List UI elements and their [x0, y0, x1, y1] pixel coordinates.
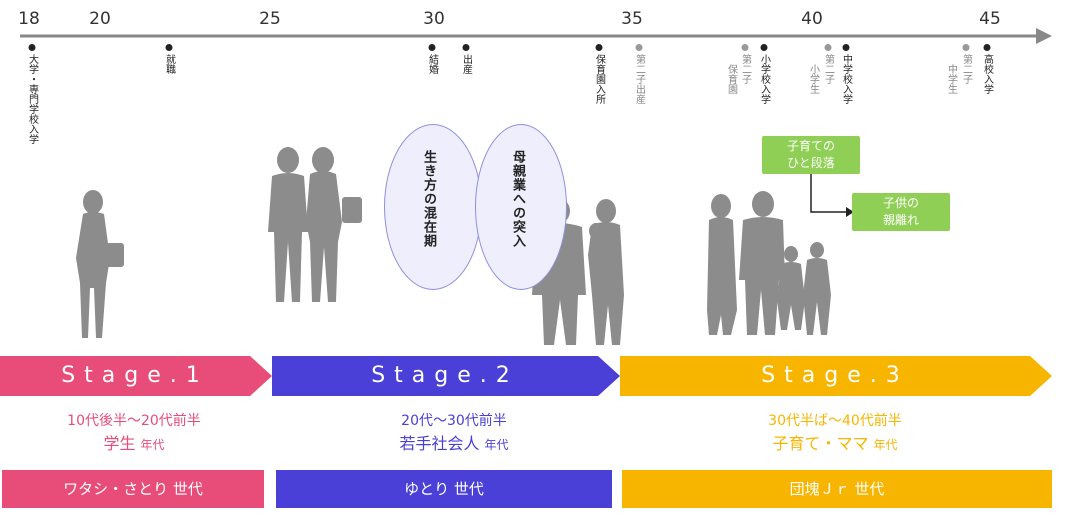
bubble-mixed-lifestyle: [384, 124, 482, 290]
event-elementary: 小学校入学: [759, 44, 770, 104]
tick-18: 18: [18, 9, 40, 29]
box-child-independence: 子供の 親離れ: [852, 193, 950, 231]
event-second-child-junior-high-sub: 中学生: [945, 64, 957, 94]
event-dot: [28, 44, 36, 51]
stage-3-range: 30代半ば〜40代前半: [768, 413, 902, 429]
event-dot: [165, 44, 173, 51]
stage-arrows: [0, 356, 1052, 396]
timeline-axis: [20, 28, 1052, 44]
generation-bar-1: ワタシ・さとり 世代: [2, 470, 264, 508]
event-second-child-birth: 第二子出産: [634, 44, 645, 104]
event-dot: [842, 44, 850, 51]
stage-2-label: Stage.2: [371, 363, 519, 388]
event-dot: [983, 44, 991, 51]
event-second-child-nursery-sub: 保育園: [725, 64, 737, 94]
bubble-motherhood-text: 母親業への突入: [510, 150, 525, 248]
stage-3-generation-age: 子育て・ママ 年代: [772, 434, 898, 453]
event-dot: [962, 44, 970, 51]
event-dot: [462, 44, 470, 51]
tick-30: 30: [423, 9, 445, 29]
tick-35: 35: [621, 9, 643, 29]
event-childbirth: 出産: [461, 44, 472, 74]
bubble-motherhood: [475, 124, 567, 290]
event-second-child-elementary: 第二子: [823, 44, 834, 84]
event-second-child-nursery: 第二子: [740, 44, 751, 84]
stage-2-range: 20代〜30代前半: [401, 413, 507, 429]
person-silhouette-icon: [76, 190, 124, 338]
tick-20: 20: [89, 9, 111, 29]
box-childcare-milestone: 子育ての ひと段落: [762, 136, 860, 174]
tick-25: 25: [259, 9, 281, 29]
connector-arrow: [810, 172, 854, 217]
event-marriage: 結婚: [427, 44, 438, 74]
event-junior-high: 中学校入学: [841, 44, 852, 104]
event-dot: [741, 44, 749, 51]
family-silhouette-icon: [707, 191, 831, 335]
event-dot: [595, 44, 603, 51]
event-second-child-junior-high: 第二子: [961, 44, 972, 84]
bubble-mixed-lifestyle-text: 生き方の混在期: [421, 150, 436, 248]
stage-2-generation-age: 若手社会人 年代: [399, 434, 509, 453]
event-dot: [428, 44, 436, 51]
event-second-child-elementary-sub: 小学生: [807, 64, 819, 94]
event-dot: [635, 44, 643, 51]
event-university: 大学・専門学校入学: [27, 44, 38, 144]
event-high-school: 高校入学: [982, 44, 993, 94]
stage-1-generation-age: 学生 年代: [103, 434, 165, 453]
event-employment: 就職: [164, 44, 175, 74]
event-dot: [760, 44, 768, 51]
stage-3-label: Stage.3: [761, 363, 909, 388]
tick-40: 40: [801, 9, 823, 29]
event-dot: [824, 44, 832, 51]
tick-45: 45: [979, 9, 1001, 29]
couple-silhouette-icon: [268, 147, 362, 302]
stage-1-label: Stage.1: [61, 363, 209, 388]
generation-bar-2: ゆとり 世代: [276, 470, 612, 508]
stage-1-range: 10代後半〜20代前半: [67, 413, 201, 429]
generation-bar-3: 団塊Ｊｒ 世代: [622, 470, 1052, 508]
event-nursery: 保育園入所: [594, 44, 605, 104]
